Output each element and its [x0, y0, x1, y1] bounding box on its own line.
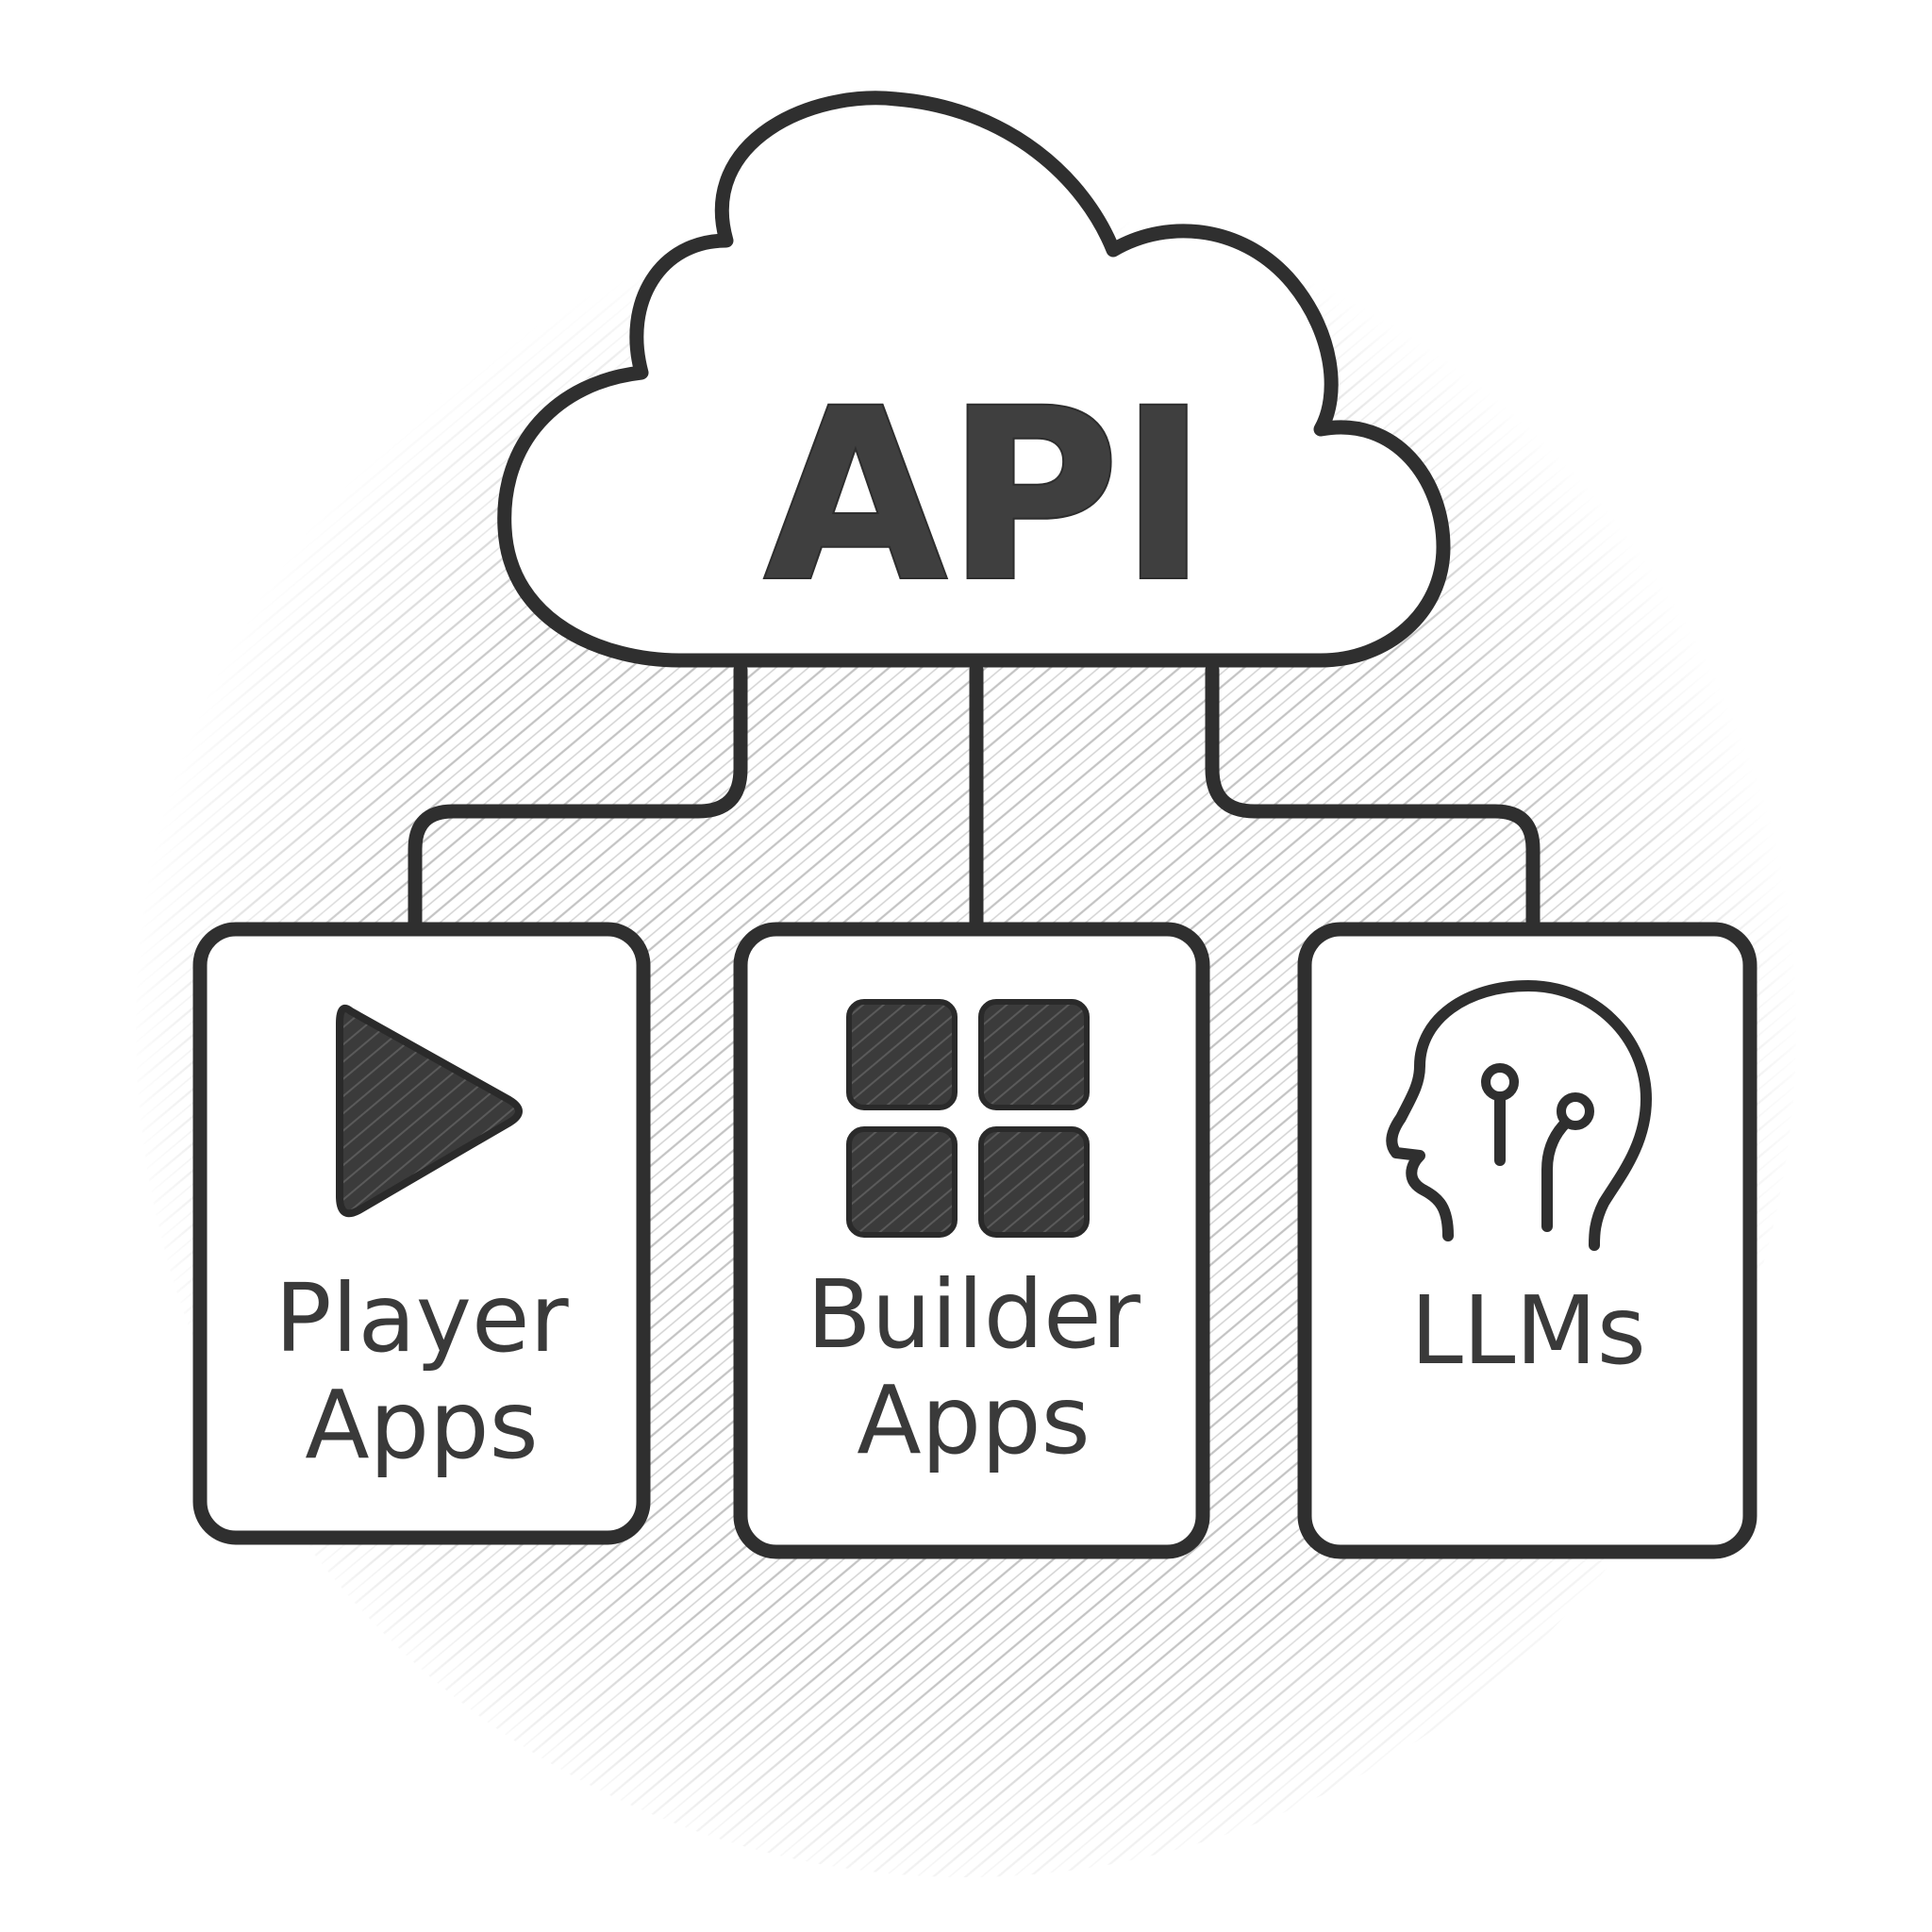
player-apps-box — [192, 922, 651, 1545]
llms-label: LLMs — [1410, 1275, 1646, 1386]
connector-lines — [408, 662, 1541, 937]
builder-apps-label-line1: Builder — [807, 1259, 1141, 1370]
grid-square-bottom-left — [846, 1126, 958, 1238]
connector-to-player-apps — [408, 662, 748, 937]
grid-icon — [846, 999, 1090, 1238]
grid-square-top-left — [846, 999, 958, 1110]
play-icon — [336, 1005, 523, 1218]
head-outline — [1386, 980, 1652, 1251]
player-apps-card: Player Apps — [192, 922, 651, 1545]
cloud-icon — [497, 91, 1451, 668]
connector-to-llms — [1205, 662, 1541, 937]
llms-box — [1297, 922, 1757, 1559]
api-cloud: API — [497, 91, 1451, 668]
circuit-line-right — [1541, 1117, 1572, 1232]
grid-square-bottom-right — [978, 1126, 1090, 1238]
grid-square-top-right — [978, 999, 1090, 1110]
player-apps-label-line1: Player — [275, 1263, 569, 1374]
api-label: API — [764, 358, 1208, 633]
builder-apps-card: Builder Apps — [733, 922, 1210, 1559]
builder-apps-label-line2: Apps — [857, 1365, 1090, 1475]
ai-head-icon — [1386, 980, 1652, 1251]
circuit-node-left — [1481, 1063, 1519, 1101]
circuit-node-right — [1557, 1092, 1594, 1130]
llms-card: LLMs — [1297, 922, 1757, 1559]
player-apps-label-line2: Apps — [305, 1370, 538, 1480]
